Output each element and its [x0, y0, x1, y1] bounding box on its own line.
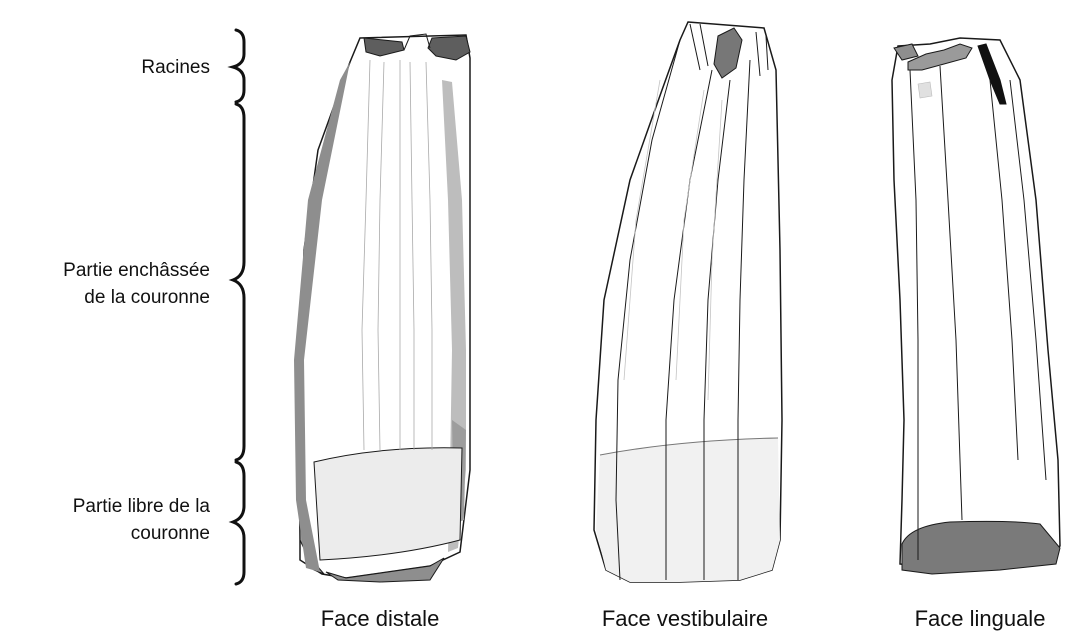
tooth-distal-view: [294, 34, 470, 582]
bracket-free-crown: [233, 462, 244, 584]
label-embedded-crown: Partie enchâssée de la couronne: [63, 257, 210, 311]
caption-lingual: Face linguale: [890, 606, 1070, 632]
label-free-crown-line-2: couronne: [73, 520, 210, 547]
label-embedded-crown-line-1: Partie enchâssée: [63, 257, 210, 284]
caption-distal: Face distale: [280, 606, 480, 632]
bracket-embedded-crown: [233, 104, 244, 460]
label-free-crown: Partie libre de la couronne: [73, 493, 210, 547]
bracket-roots: [233, 30, 244, 102]
caption-vestibular: Face vestibulaire: [565, 606, 805, 632]
label-roots: Racines: [141, 54, 210, 81]
tooth-lingual-view: [892, 38, 1060, 574]
label-embedded-crown-line-2: de la couronne: [63, 284, 210, 311]
label-free-crown-line-1: Partie libre de la: [73, 493, 210, 520]
tooth-vestibular-view: [594, 22, 782, 582]
